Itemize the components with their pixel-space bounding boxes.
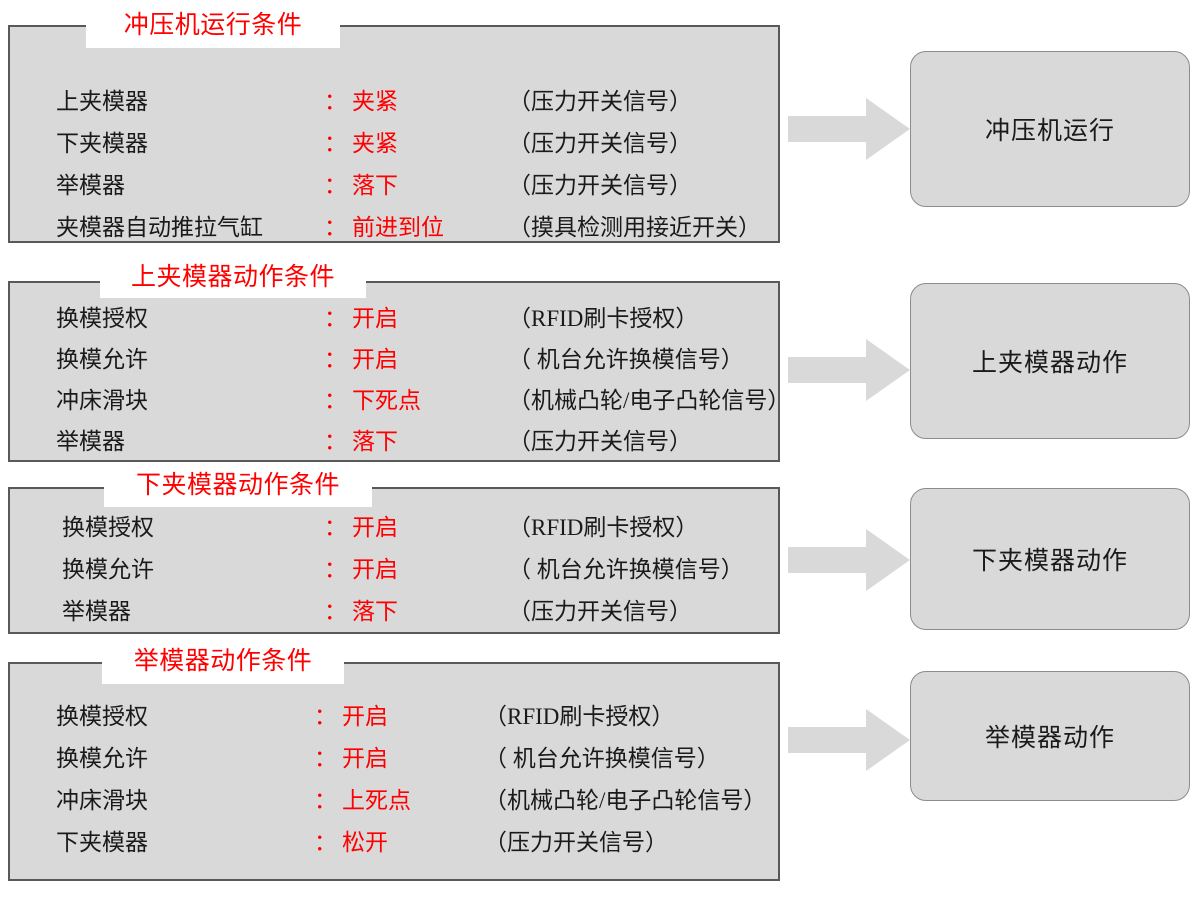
- condition-label: 下夹模器: [56, 131, 148, 156]
- condition-label: 举模器: [56, 429, 125, 454]
- condition-note: （摸具检测用接近开关）: [508, 215, 761, 240]
- condition-value: 上死点: [342, 788, 411, 813]
- condition-panel-4: 换模授权 ： 开启 （RFID刷卡授权） 换模允许 ： 开启 （ 机台允许换模信…: [8, 662, 780, 881]
- condition-value: 开启: [352, 515, 398, 540]
- condition-note: （RFID刷卡授权）: [484, 704, 675, 729]
- condition-note: （RFID刷卡授权）: [508, 515, 699, 540]
- condition-panel-1: 上夹模器 ： 夹紧 （压力开关信号） 下夹模器 ： 夹紧 （压力开关信号） 举模…: [8, 25, 780, 243]
- condition-label: 举模器: [56, 173, 125, 198]
- condition-panel-title-4: 举模器动作条件: [102, 638, 344, 684]
- condition-value: 下死点: [352, 388, 421, 413]
- condition-note: （压力开关信号）: [508, 599, 692, 624]
- condition-note: （压力开关信号）: [508, 173, 692, 198]
- condition-note: （压力开关信号）: [508, 429, 692, 454]
- flow-arrow-3: [788, 529, 910, 591]
- condition-value: 落下: [352, 429, 398, 454]
- flow-arrow-1: [788, 98, 910, 160]
- condition-note: （RFID刷卡授权）: [508, 306, 699, 331]
- condition-label: 换模允许: [56, 746, 148, 771]
- condition-label: 换模允许: [56, 347, 148, 372]
- condition-value: 松开: [342, 830, 388, 855]
- condition-label: 冲床滑块: [56, 388, 148, 413]
- condition-label: 换模授权: [56, 704, 148, 729]
- condition-label: 上夹模器: [56, 89, 148, 114]
- condition-colon: ：: [324, 89, 347, 114]
- condition-label: 下夹模器: [56, 830, 148, 855]
- condition-colon: ：: [314, 830, 337, 855]
- condition-value: 前进到位: [352, 215, 444, 240]
- condition-colon: ：: [324, 347, 347, 372]
- flow-arrow-2: [788, 339, 910, 401]
- condition-colon: ：: [324, 173, 347, 198]
- arrow-right-icon: [788, 98, 910, 160]
- result-box-4: 举模器动作: [910, 671, 1190, 801]
- condition-colon: ：: [324, 388, 347, 413]
- condition-value: 夹紧: [352, 89, 398, 114]
- condition-label: 举模器: [62, 599, 131, 624]
- condition-value: 夹紧: [352, 131, 398, 156]
- condition-note: （ 机台允许换模信号）: [508, 347, 744, 372]
- condition-colon: ：: [324, 557, 347, 582]
- arrow-right-icon: [788, 339, 910, 401]
- arrow-right-icon: [788, 709, 910, 771]
- condition-colon: ：: [324, 599, 347, 624]
- condition-note: （压力开关信号）: [484, 830, 668, 855]
- condition-value: 开启: [342, 704, 388, 729]
- condition-panel-title-1: 冲压机运行条件: [86, 2, 340, 48]
- condition-note: （压力开关信号）: [508, 131, 692, 156]
- condition-note: （机械凸轮/电子凸轮信号）: [508, 388, 791, 413]
- condition-panel-title-3: 下夹模器动作条件: [104, 463, 372, 507]
- condition-colon: ：: [324, 515, 347, 540]
- condition-value: 开启: [352, 557, 398, 582]
- condition-label: 换模允许: [62, 557, 154, 582]
- condition-note: （ 机台允许换模信号）: [508, 557, 744, 582]
- condition-colon: ：: [324, 306, 347, 331]
- condition-colon: ：: [324, 215, 347, 240]
- condition-note: （机械凸轮/电子凸轮信号）: [484, 788, 767, 813]
- condition-panel-2: 换模授权 ： 开启 （RFID刷卡授权） 换模允许 ： 开启 （ 机台允许换模信…: [8, 281, 790, 462]
- condition-value: 开启: [352, 306, 398, 331]
- condition-note: （ 机台允许换模信号）: [484, 746, 720, 771]
- condition-colon: ：: [324, 131, 347, 156]
- condition-value: 开启: [352, 347, 398, 372]
- condition-colon: ：: [314, 746, 337, 771]
- condition-panel-title-2: 上夹模器动作条件: [100, 256, 366, 298]
- condition-label: 换模授权: [62, 515, 154, 540]
- result-box-3: 下夹模器动作: [910, 488, 1190, 630]
- condition-value: 落下: [352, 173, 398, 198]
- result-box-1: 冲压机运行: [910, 51, 1190, 207]
- condition-panel-3: 换模授权 ： 开启 （RFID刷卡授权） 换模允许 ： 开启 （ 机台允许换模信…: [8, 487, 780, 634]
- condition-colon: ：: [314, 788, 337, 813]
- condition-label: 冲床滑块: [56, 788, 148, 813]
- condition-label: 换模授权: [56, 306, 148, 331]
- arrow-right-icon: [788, 529, 910, 591]
- condition-value: 开启: [342, 746, 388, 771]
- condition-label: 夹模器自动推拉气缸: [56, 215, 263, 240]
- condition-note: （压力开关信号）: [508, 89, 692, 114]
- flow-arrow-4: [788, 709, 910, 771]
- result-box-2: 上夹模器动作: [910, 283, 1190, 439]
- condition-colon: ：: [314, 704, 337, 729]
- condition-value: 落下: [352, 599, 398, 624]
- condition-colon: ：: [324, 429, 347, 454]
